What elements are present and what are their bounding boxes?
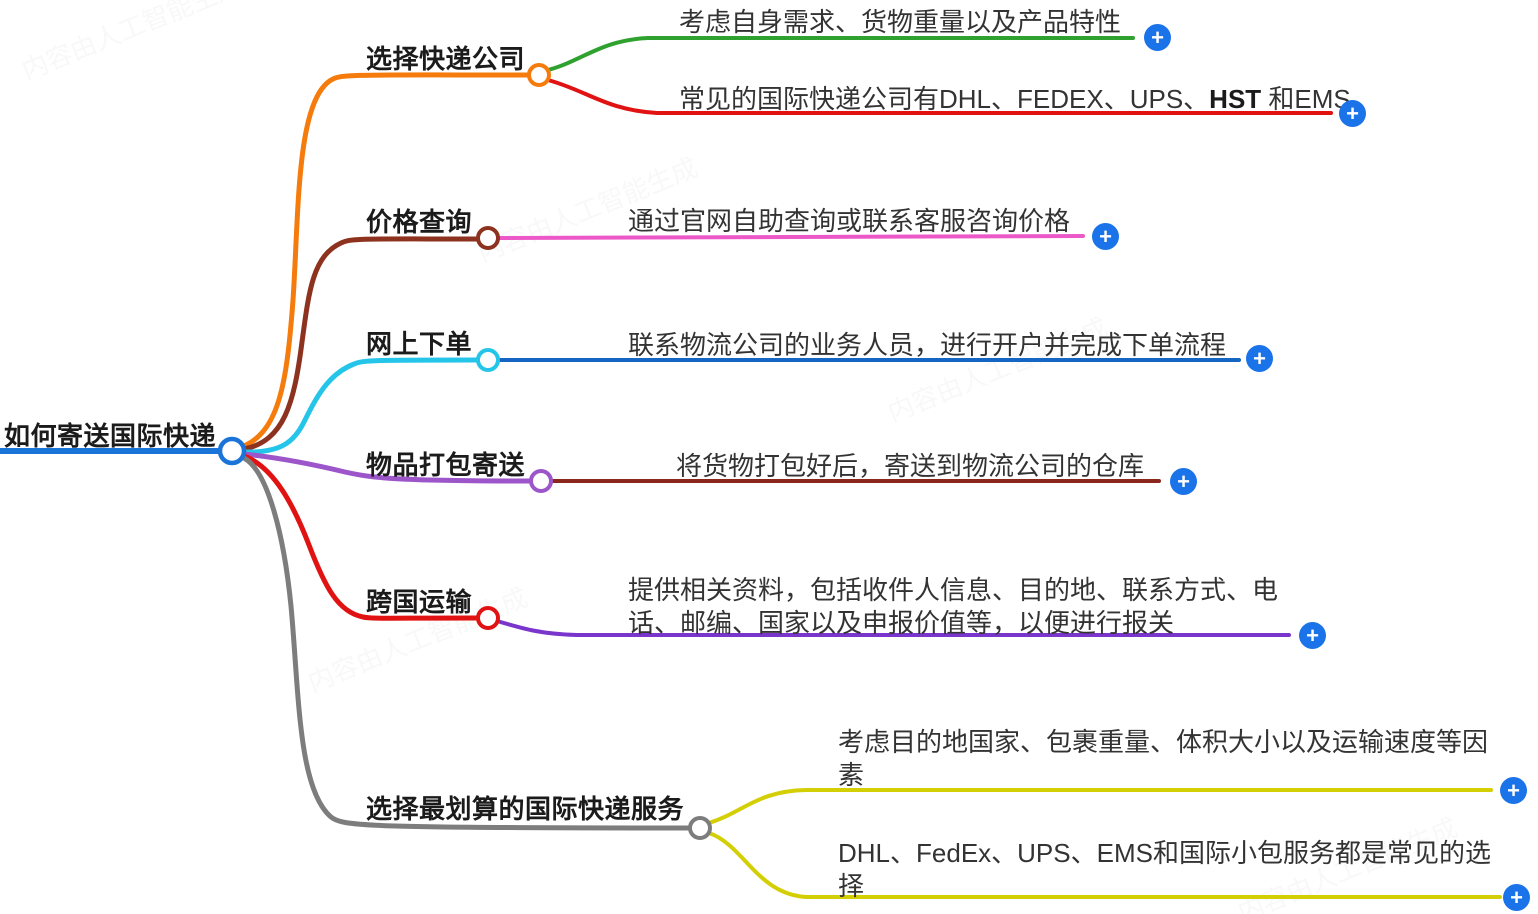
add-child-button[interactable]: + [1246, 345, 1273, 372]
branch-choose-courier-line [241, 72, 531, 449]
leaf-common-companies-text[interactable]: 常见的国际快递公司有DHL、FEDEX、UPS、HST 和EMS [679, 83, 1351, 116]
branch-best-value-node[interactable] [688, 816, 712, 840]
leaf-pack-warehouse-text[interactable]: 将货物打包好后，寄送到物流公司的仓库 [676, 451, 1145, 481]
branch-price-inquiry-line [241, 236, 480, 452]
add-child-button[interactable]: + [1170, 468, 1197, 495]
branch-pack-ship-label[interactable]: 物品打包寄送 [366, 450, 526, 480]
leaf-provide-info-text[interactable]: 提供相关资料，包括收件人信息、目的地、联系方式、电话、邮编、国家以及申报价值等，… [628, 575, 1279, 638]
branch-best-value-label[interactable]: 选择最划算的国际快递服务 [366, 794, 685, 824]
leaf-consider-destination-text[interactable]: 考虑目的地国家、包裹重量、体积大小以及运输速度等因素 [838, 727, 1489, 790]
add-child-button[interactable]: + [1299, 622, 1326, 649]
branch-online-order-line [241, 357, 481, 455]
leaf-consider-needs-text[interactable]: 考虑自身需求、货物重量以及产品特性 [679, 7, 1122, 37]
branch-price-inquiry-label[interactable]: 价格查询 [366, 207, 473, 237]
branch-online-order-node[interactable] [476, 348, 500, 372]
branch-best-value-line [241, 455, 692, 831]
branch-pack-ship-line [241, 451, 533, 484]
add-child-button[interactable]: + [1092, 223, 1119, 250]
branch-cross-border-label[interactable]: 跨国运输 [366, 587, 473, 617]
leaf-common-companies-text-bold: HST [1209, 84, 1262, 114]
branch-choose-courier-node[interactable] [527, 63, 551, 87]
add-child-button[interactable]: + [1500, 777, 1527, 804]
leaf-common-companies-line [546, 78, 1333, 115]
branch-choose-courier-label[interactable]: 选择快递公司 [366, 44, 526, 74]
leaf-official-site-line [496, 234, 1085, 240]
add-child-button[interactable]: + [1503, 884, 1530, 911]
branch-cross-border-line [241, 453, 480, 621]
leaf-contact-sales-text[interactable]: 联系物流公司的业务人员，进行开户并完成下单流程 [628, 330, 1227, 360]
leaf-common-choices-text[interactable]: DHL、FedEx、UPS、EMS和国际小包服务都是常见的选择 [838, 838, 1491, 901]
leaf-consider-needs-line [546, 36, 1135, 72]
branch-cross-border-node[interactable] [476, 606, 500, 630]
leaf-provide-info-line [495, 619, 1291, 637]
leaf-consider-destination-line [707, 788, 1493, 825]
branch-online-order-label[interactable]: 网上下单 [366, 329, 473, 359]
branch-pack-ship-node[interactable] [529, 469, 553, 493]
leaf-common-companies-text-post: 和EMS [1261, 84, 1351, 114]
leaf-common-choices-line [707, 831, 1502, 899]
leaf-official-site-text[interactable]: 通过官网自助查询或联系客服咨询价格 [628, 206, 1071, 236]
add-child-button[interactable]: + [1339, 100, 1366, 127]
root-node-circle[interactable] [217, 436, 247, 466]
root-node-label[interactable]: 如何寄送国际快递 [4, 421, 217, 451]
leaf-common-companies-text-pre: 常见的国际快递公司有DHL、FEDEX、UPS、 [679, 84, 1210, 114]
add-child-button[interactable]: + [1144, 24, 1171, 51]
branch-price-inquiry-node[interactable] [476, 226, 500, 250]
